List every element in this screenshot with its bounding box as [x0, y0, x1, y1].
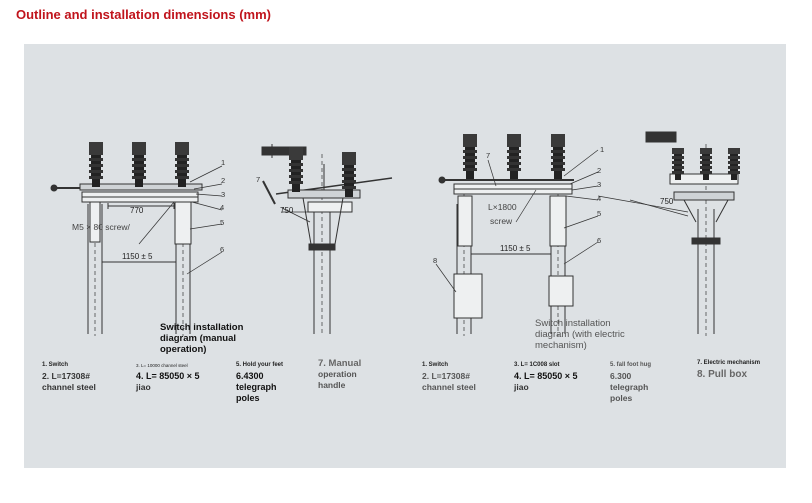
part-number-7-right: 7 — [486, 151, 491, 160]
dimension-770: 770 — [130, 206, 144, 215]
part-number-2-left: 2 — [221, 176, 226, 185]
part-number-5-right: 5 — [597, 209, 602, 218]
part-number-3-left: 3 — [221, 190, 226, 199]
part-number-6-left: 6 — [220, 245, 225, 254]
caption-manual-operation: Switch installation diagram (manual oper… — [160, 322, 244, 355]
part-number-4-left: 4 — [220, 203, 225, 212]
dimension-1150-right: 1150 ± 5 — [500, 244, 531, 253]
legend-right-5: 5. fall foot hug 6.300 telegraph poles — [610, 362, 651, 403]
legend-right-7-8: 7. Electric mechanism 8. Pull box — [697, 360, 761, 380]
legend-left-3-4: 3. L= 10000 channel steel 4. L= 85050 × … — [136, 363, 200, 392]
caption-electric-mechanism: Switch installation diagram (with electr… — [535, 318, 625, 351]
page-title: Outline and installation dimensions (mm) — [16, 7, 271, 22]
legend-left-5: 5. Hold your feet 6.4300 telegraph poles — [236, 362, 284, 403]
legend-left-1-2: 1. Switch 2. L=17308# channel steel — [42, 362, 96, 392]
part-number-7-left: 7 — [256, 175, 261, 184]
part-number-4-right: 4 — [597, 194, 602, 203]
part-number-6-right: 6 — [597, 236, 602, 245]
dimension-750-right: 750 — [660, 197, 674, 206]
part-number-1-left: 1 — [221, 158, 226, 167]
legend-left-7: 7. Manual operation handle — [318, 358, 362, 390]
part-number-1-right: 1 — [600, 145, 605, 154]
screw-overlay-left: M5 × 80 screw/ — [72, 222, 130, 232]
screw-overlay-right: screw — [490, 216, 513, 226]
legend-right-3-4: 3. L= 1C008 slot 4. L= 85050 × 5 jiao — [514, 362, 578, 392]
diagram-panel: 770 1150 ± 5 750 M5 × 80 screw/ 1 2 3 4 … — [24, 44, 786, 468]
installation-drawing — [50, 131, 740, 336]
part-number-8-right: 8 — [433, 256, 438, 265]
part-number-2-right: 2 — [597, 166, 602, 175]
dimension-1150-left: 1150 ± 5 — [122, 252, 153, 261]
legend-right-1-2: 1. Switch 2. L=17308# channel steel — [422, 362, 476, 392]
dimension-750-left: 750 — [280, 206, 294, 215]
dimension-1800-overlay: L×1800 — [488, 202, 517, 212]
part-number-3-right: 3 — [597, 180, 602, 189]
part-number-5-left: 5 — [220, 218, 225, 227]
